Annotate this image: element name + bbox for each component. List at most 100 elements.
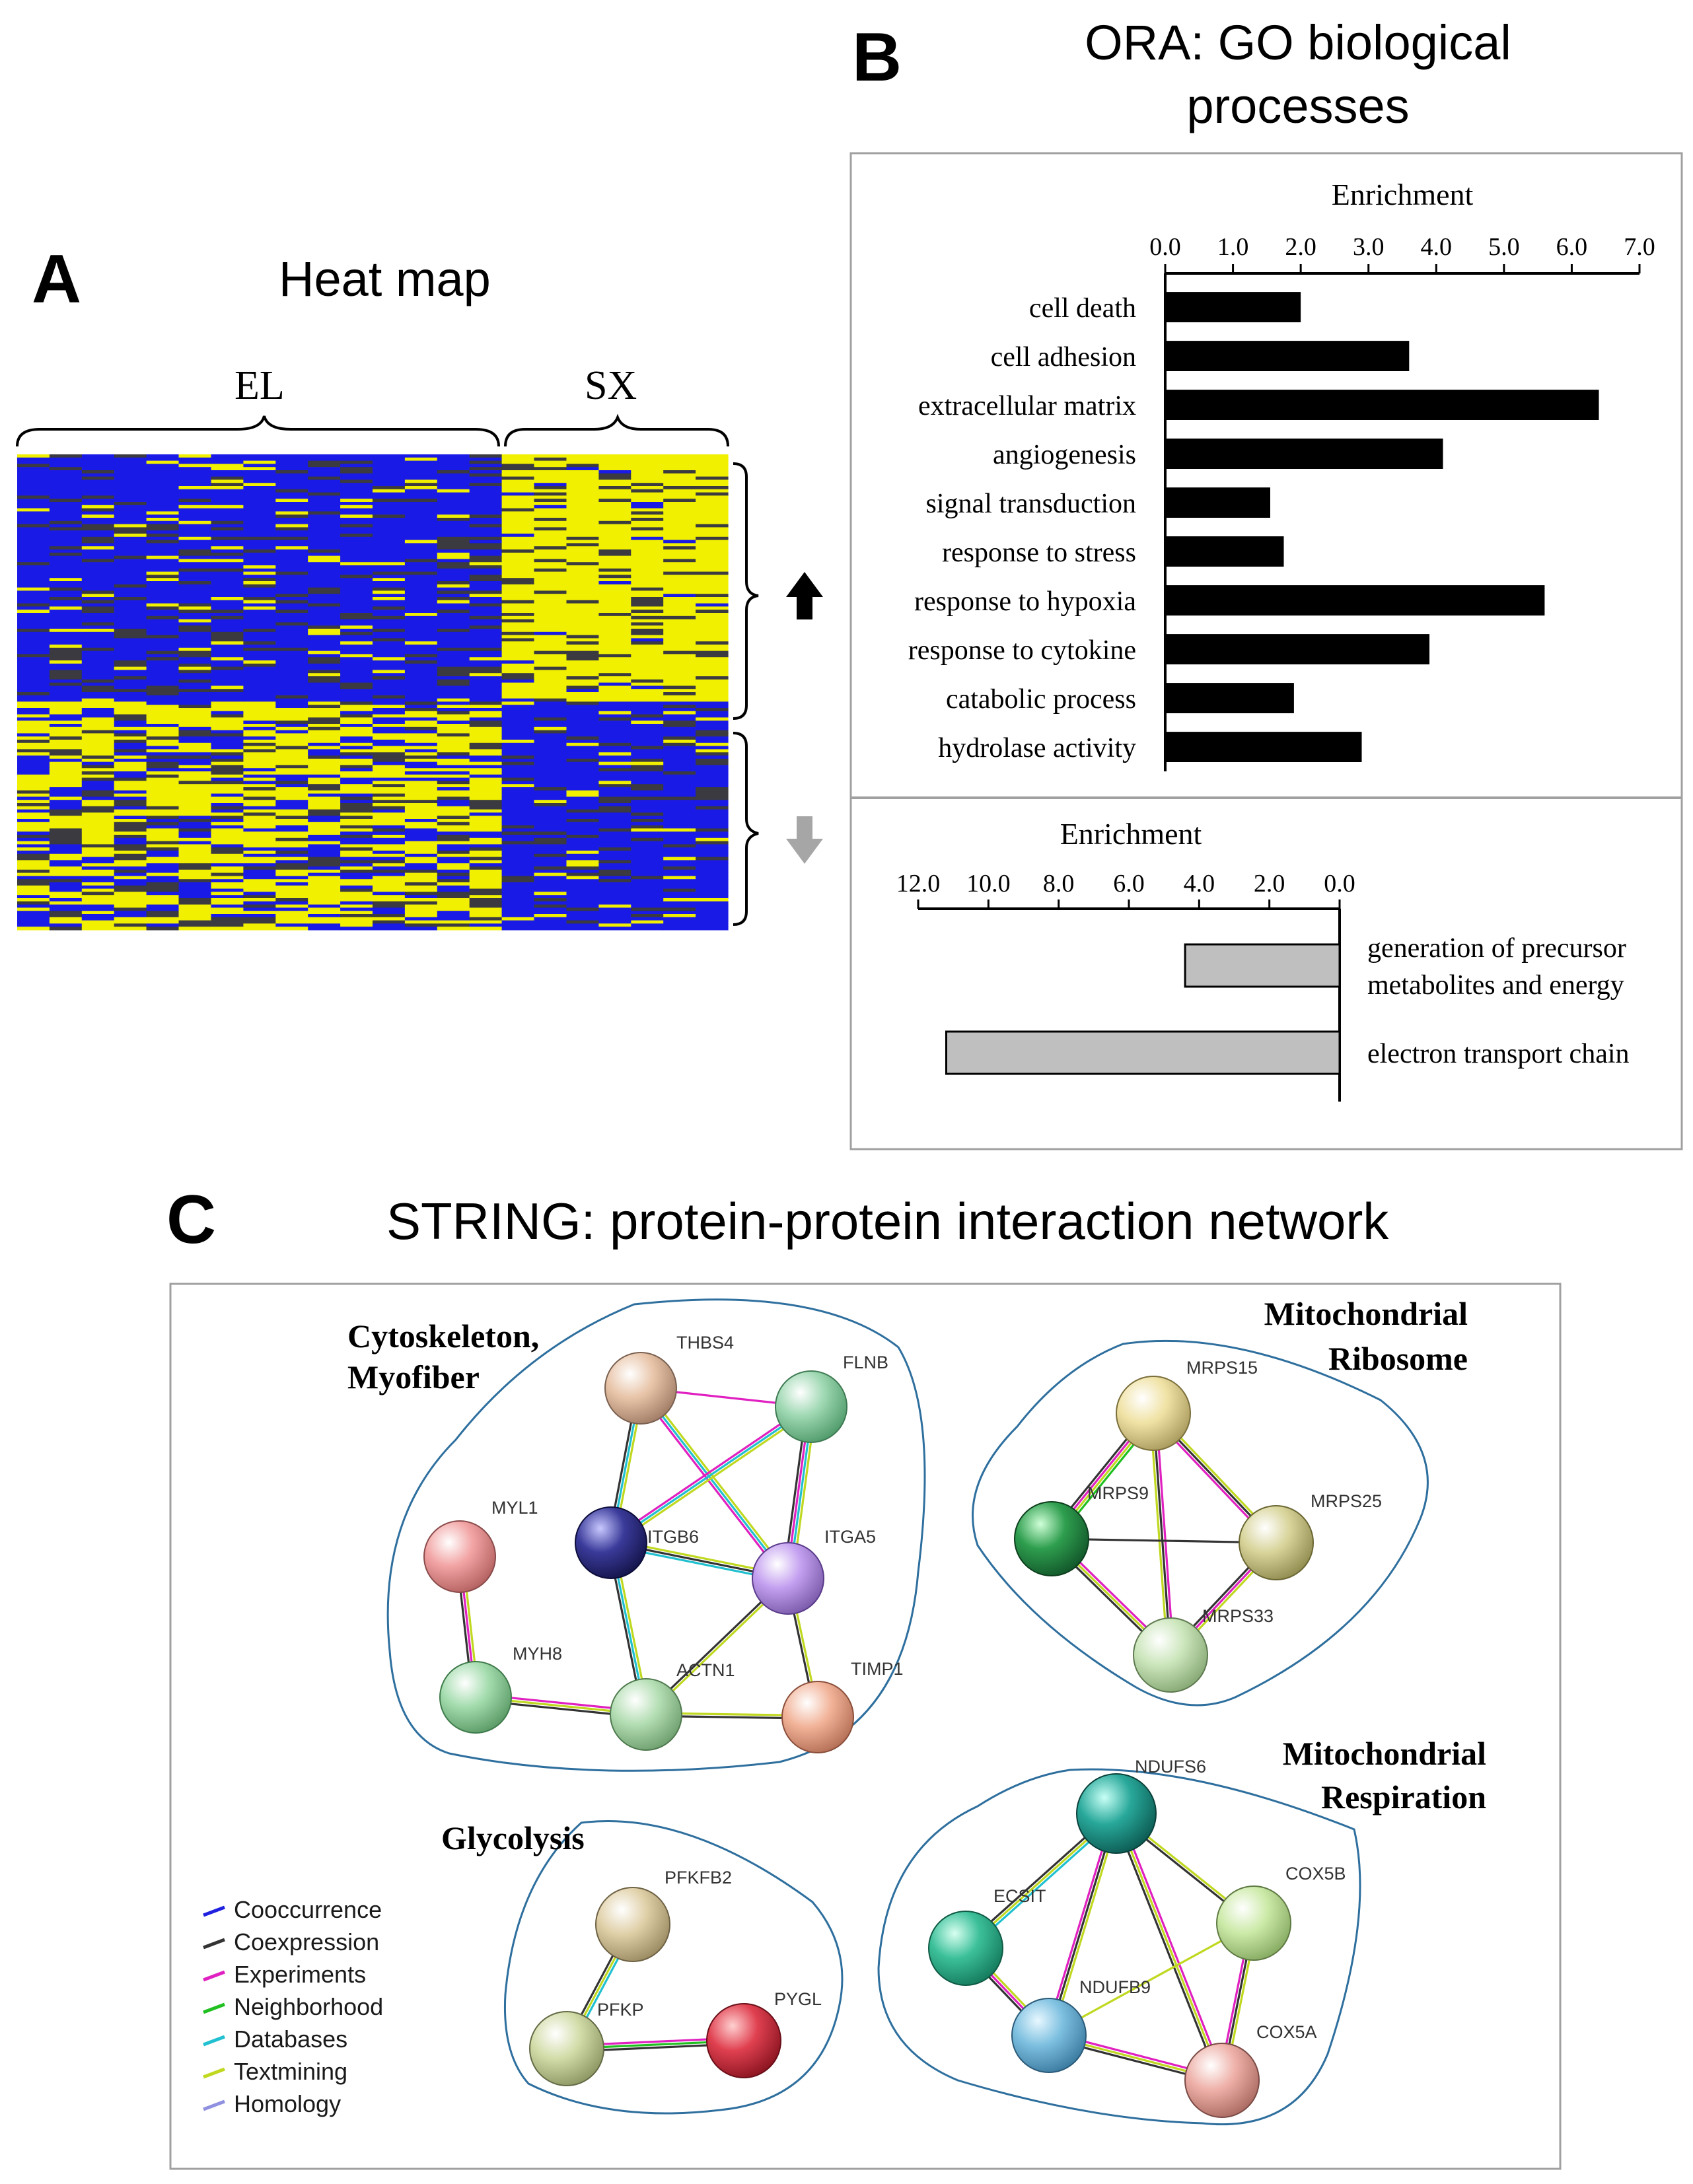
node-cox5b[interactable]: COX5B — [1216, 1864, 1346, 1961]
node-label-pfkfb2: PFKFB2 — [665, 1868, 732, 1887]
category-label-up: signal transduction — [926, 489, 1136, 519]
category-label-up: response to hypoxia — [914, 586, 1136, 617]
category-label-up: catabolic process — [946, 684, 1136, 715]
node-label-itga5: ITGA5 — [824, 1527, 876, 1547]
node-pfkp[interactable]: PFKP — [529, 2000, 644, 2086]
category-label-down: generation of precursor — [1367, 933, 1626, 964]
cluster-label-resp-line1: Mitochondrial — [1283, 1735, 1486, 1772]
tick-label-down: 2.0 — [1254, 870, 1285, 898]
category-label-up: cell adhesion — [991, 342, 1136, 372]
edge-ndufs6-cox5a — [1115, 1813, 1223, 2081]
tick-label-down: 10.0 — [966, 870, 1011, 898]
panel-b-title-line1: ORA: GO biological — [1085, 15, 1511, 70]
node-pygl[interactable]: PYGL — [706, 1989, 822, 2078]
node-label-mrps25: MRPS25 — [1311, 1491, 1382, 1511]
node-label-ecsit: ECSIT — [993, 1886, 1046, 1906]
bar-up — [1165, 439, 1443, 469]
node-itgb6[interactable]: ITGB6 — [575, 1506, 699, 1579]
tick-label-up: 4.0 — [1421, 233, 1453, 261]
node-label-itgb6: ITGB6 — [647, 1527, 699, 1547]
legend-label: Homology — [234, 2090, 341, 2117]
node-ecsit[interactable]: ECSIT — [928, 1886, 1046, 1986]
node-ndufb9[interactable]: NDUFB9 — [1011, 1977, 1151, 2073]
node-label-pfkp: PFKP — [597, 2000, 644, 2020]
node-label-thbs4: THBS4 — [676, 1333, 734, 1353]
node-label-cox5b: COX5B — [1285, 1864, 1346, 1884]
node-thbs4[interactable]: THBS4 — [604, 1333, 734, 1425]
node-label-mrps9: MRPS9 — [1087, 1483, 1149, 1503]
panel-c-title: STRING: protein-protein interaction netw… — [386, 1192, 1389, 1250]
legend-label: Neighborhood — [234, 1993, 383, 2020]
node-label-actn1: ACTN1 — [676, 1660, 735, 1680]
node-label-pygl: PYGL — [774, 1989, 822, 2009]
cluster-outline-respiration — [877, 1768, 1361, 2126]
node-mrps33[interactable]: MRPS33 — [1133, 1606, 1274, 1693]
node-label-timp1: TIMP1 — [851, 1659, 904, 1679]
legend-swatch — [203, 2067, 225, 2079]
tick-label-up: 1.0 — [1217, 233, 1249, 261]
bar-up — [1165, 292, 1301, 322]
edge-thbs4-itga5 — [642, 1386, 791, 1578]
node-myh8[interactable]: MYH8 — [439, 1644, 562, 1734]
node-mrps15[interactable]: MRPS15 — [1116, 1358, 1258, 1451]
axis-title-down: Enrichment — [1060, 817, 1202, 851]
node-flnb[interactable]: FLNB — [775, 1353, 888, 1443]
heatmap-up-bracket — [733, 462, 759, 720]
node-label-cox5a: COX5A — [1256, 2022, 1317, 2042]
bar-up — [1165, 390, 1599, 420]
node-actn1[interactable]: ACTN1 — [610, 1660, 735, 1751]
cluster-label-ribo-line2: Ribosome — [1328, 1340, 1468, 1377]
tick-label-down: 12.0 — [896, 870, 941, 898]
panel-a-title: Heat map — [279, 252, 491, 306]
cluster-label-glyc: Glycolysis — [441, 1819, 585, 1856]
panel-b-title-line2: processes — [1186, 79, 1409, 133]
legend-label: Coexpression — [234, 1928, 379, 1955]
node-pfkfb2[interactable]: PFKFB2 — [595, 1868, 732, 1962]
panel-a: A Heat map EL SX — [16, 241, 823, 931]
node-mrps9[interactable]: MRPS9 — [1014, 1483, 1149, 1576]
cluster-label-cyto-line1: Cytoskeleton, — [347, 1318, 539, 1355]
legend-label: Cooccurrence — [234, 1896, 382, 1923]
panel-b: B ORA: GO biological processes Enrichmen… — [849, 15, 1683, 1150]
edge-mrps15-mrps33 — [1152, 1413, 1172, 1656]
arrow-down-gray-icon — [786, 816, 823, 864]
node-mrps25[interactable]: MRPS25 — [1239, 1491, 1382, 1580]
bar-down — [1184, 943, 1341, 988]
bar-up — [1165, 732, 1362, 762]
bar-up — [1165, 536, 1284, 567]
panel-a-letter: A — [32, 241, 81, 318]
tick-label-up: 2.0 — [1285, 233, 1316, 261]
category-label-up: angiogenesis — [993, 440, 1136, 470]
node-label-myl1: MYL1 — [491, 1498, 538, 1518]
legend-label: Experiments — [234, 1961, 366, 1988]
edge-mrps15-mrps33 — [1155, 1413, 1175, 1655]
bar-up — [1165, 634, 1429, 664]
edge-mrps15-mrps33 — [1149, 1413, 1169, 1656]
category-label-up: response to cytokine — [908, 635, 1136, 666]
legend-swatch — [203, 2099, 225, 2111]
node-cox5a[interactable]: COX5A — [1184, 2022, 1317, 2118]
heatmap-el-bracket — [16, 415, 500, 447]
legend-swatch — [203, 2035, 225, 2047]
legend-label: Textmining — [234, 2058, 347, 2085]
category-label-down: electron transport chain — [1367, 1039, 1630, 1069]
node-myl1[interactable]: MYL1 — [423, 1498, 538, 1593]
cluster-label-ribo-line1: Mitochondrial — [1264, 1295, 1468, 1332]
heatmap-down-bracket — [733, 732, 759, 926]
node-timp1[interactable]: TIMP1 — [781, 1659, 904, 1753]
tick-label-down: 0.0 — [1324, 870, 1355, 898]
node-label-flnb: FLNB — [843, 1353, 888, 1372]
arrow-up-black-icon — [786, 572, 823, 619]
heatmap-group-sx: SX — [585, 363, 637, 408]
node-itga5[interactable]: ITGA5 — [752, 1527, 876, 1615]
tick-label-up: 7.0 — [1624, 233, 1655, 261]
node-label-mrps15: MRPS15 — [1186, 1358, 1258, 1378]
tick-label-down: 6.0 — [1113, 870, 1145, 898]
edge-thbs4-itga5 — [637, 1389, 787, 1581]
node-ndufs6[interactable]: NDUFS6 — [1076, 1757, 1206, 1854]
cluster-outline-cytoskeleton — [386, 1298, 926, 1772]
tick-label-down: 8.0 — [1043, 870, 1075, 898]
legend-swatch — [203, 1905, 225, 1917]
tick-label-up: 0.0 — [1149, 233, 1181, 261]
